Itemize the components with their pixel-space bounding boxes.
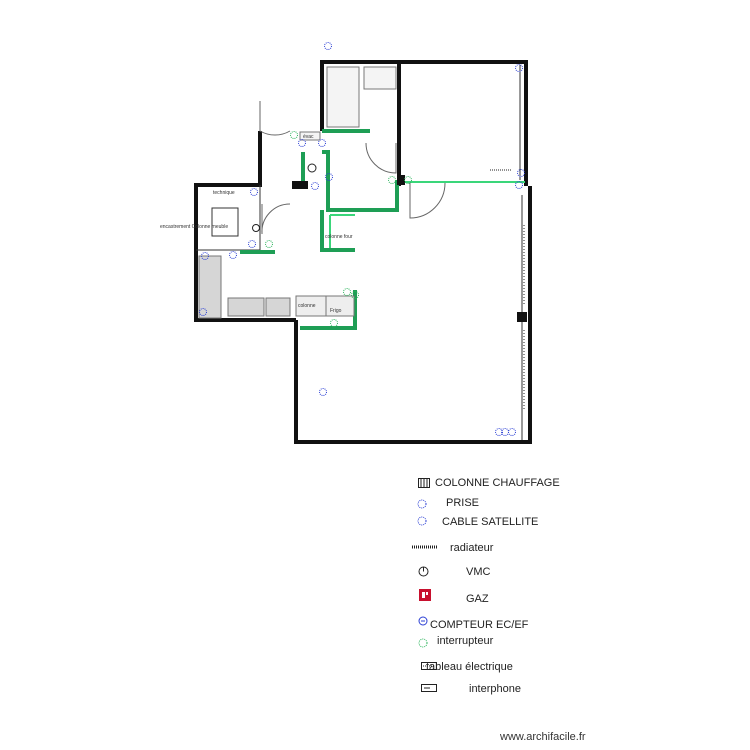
- radiator-icon: [412, 545, 438, 549]
- room-label-colonne: colonne: [298, 303, 316, 309]
- intercom-icon: [421, 684, 437, 692]
- room-label-encastrement: encastrement Colonne meuble: [160, 224, 229, 230]
- room-label-technique: technique: [213, 190, 235, 196]
- vmc-icon: [418, 566, 429, 577]
- green-partitions: [240, 129, 399, 330]
- interior-partitions: [196, 65, 523, 440]
- legend-label-vmc: VMC: [466, 566, 491, 578]
- legend-label-interrupteur: interrupteur: [437, 635, 494, 647]
- outlet-icon: [417, 499, 427, 509]
- kitchen-furniture: [198, 255, 355, 319]
- electrical-panel-icon: [421, 662, 437, 670]
- room-label-evac: évac: [303, 134, 314, 140]
- radiator-bar: [490, 169, 525, 410]
- bathroom-fixtures: [299, 66, 397, 141]
- light-green-lines: [329, 181, 525, 248]
- vmc-icon: [252, 224, 260, 232]
- legend-label-cable-satellite: CABLE SATELLITE: [442, 516, 539, 528]
- switch-icon: [418, 638, 428, 648]
- legend-label-interphone: interphone: [469, 683, 521, 695]
- gas-icon: [419, 589, 431, 601]
- legend-label-radiateur: radiateur: [450, 542, 494, 554]
- legend-label-colonne-chauffage: COLONNE CHAUFFAGE: [435, 477, 560, 489]
- door-swings: [259, 101, 446, 235]
- vmc-icon: [307, 163, 317, 173]
- exterior-walls: [194, 60, 532, 444]
- legend-label-gaz: GAZ: [466, 593, 489, 605]
- legend-label-tableau: tableau électrique: [426, 661, 513, 673]
- black-blocks: [292, 175, 527, 322]
- satellite-outlet-icon: [417, 516, 427, 526]
- watermark[interactable]: www.archifacile.fr: [500, 731, 586, 743]
- legend-label-prise: PRISE: [446, 497, 480, 509]
- meter-icon: [418, 616, 428, 626]
- radiator-column-icon: [418, 478, 430, 488]
- switch-symbols: [265, 131, 412, 327]
- room-label-colonne-four: colonne four: [325, 234, 353, 240]
- room-label-frigo: Frigo: [330, 308, 342, 314]
- outlet-symbols: [199, 42, 525, 436]
- legend-label-compteur: COMPTEUR EC/EF: [430, 619, 529, 631]
